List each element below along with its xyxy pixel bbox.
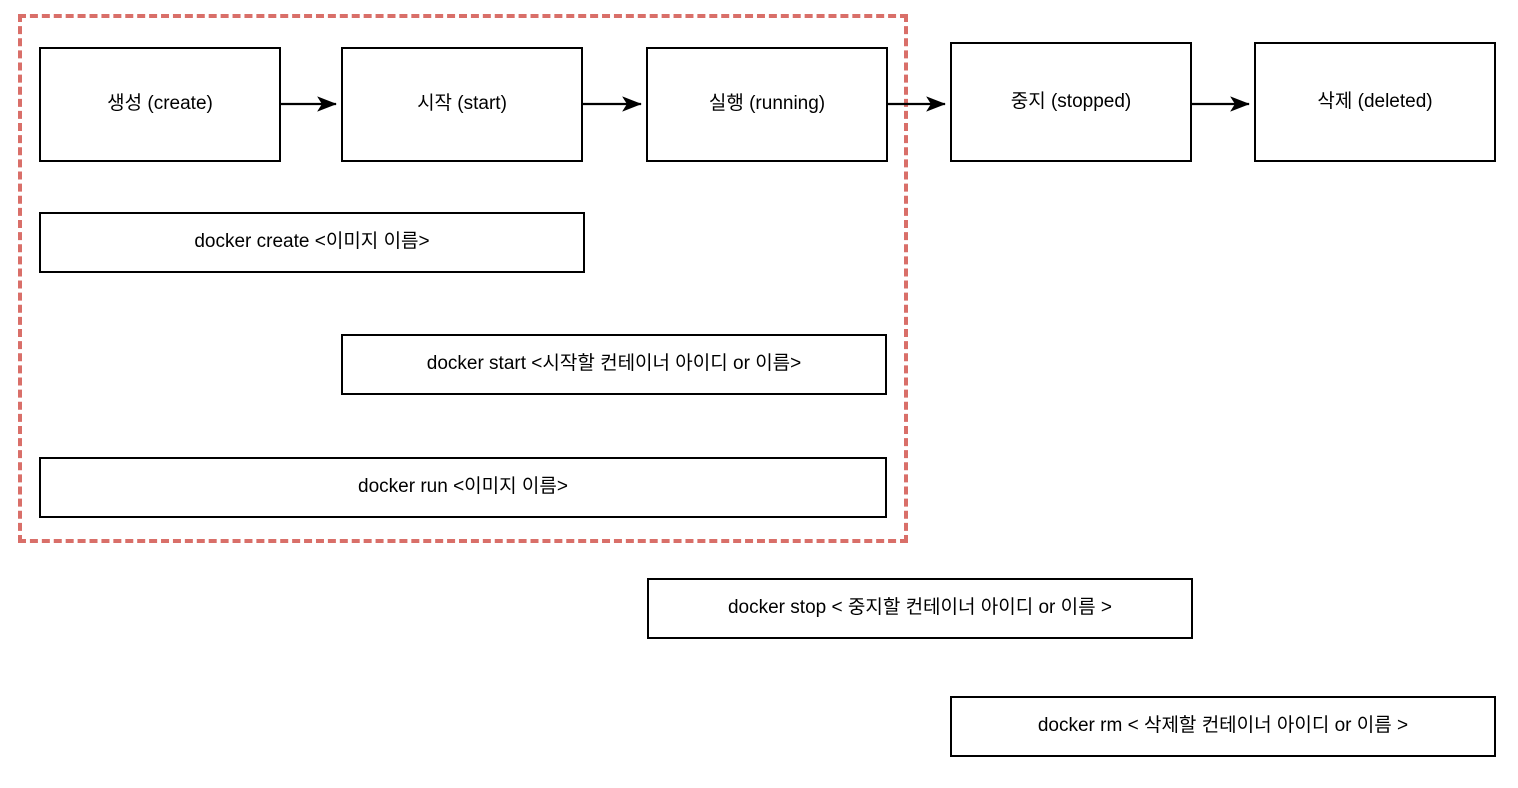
command-text-docker-stop: docker stop < 중지할 컨테이너 아이디 or 이름 > bbox=[727, 597, 1113, 619]
state-node-start-label: 시작 (start) bbox=[417, 93, 507, 115]
state-node-create[interactable]: 생성 (create) bbox=[39, 47, 281, 162]
dashed-group-region bbox=[18, 14, 908, 543]
command-text-docker-create: docker create <이미지 이름> bbox=[194, 231, 430, 253]
state-node-start[interactable]: 시작 (start) bbox=[341, 47, 583, 162]
state-node-running[interactable]: 실행 (running) bbox=[646, 47, 888, 162]
command-text-docker-start: docker start <시작할 컨테이너 아이디 or 이름> bbox=[426, 353, 802, 375]
command-box-docker-stop[interactable]: docker stop < 중지할 컨테이너 아이디 or 이름 > bbox=[647, 578, 1193, 639]
command-box-docker-create[interactable]: docker create <이미지 이름> bbox=[39, 212, 585, 273]
command-box-docker-rm[interactable]: docker rm < 삭제할 컨테이너 아이디 or 이름 > bbox=[950, 696, 1496, 757]
state-node-stopped-label: 중지 (stopped) bbox=[1010, 90, 1132, 112]
command-text-docker-rm: docker rm < 삭제할 컨테이너 아이디 or 이름 > bbox=[1037, 715, 1409, 737]
state-node-deleted-label: 삭제 (deleted) bbox=[1317, 90, 1433, 112]
state-node-stopped[interactable]: 중지 (stopped) bbox=[950, 42, 1192, 162]
command-box-docker-start[interactable]: docker start <시작할 컨테이너 아이디 or 이름> bbox=[341, 334, 887, 395]
command-box-docker-run[interactable]: docker run <이미지 이름> bbox=[39, 457, 887, 518]
command-text-docker-run: docker run <이미지 이름> bbox=[358, 476, 568, 498]
state-node-deleted[interactable]: 삭제 (deleted) bbox=[1254, 42, 1496, 162]
state-node-create-label: 생성 (create) bbox=[107, 93, 213, 115]
state-node-running-label: 실행 (running) bbox=[708, 93, 826, 115]
